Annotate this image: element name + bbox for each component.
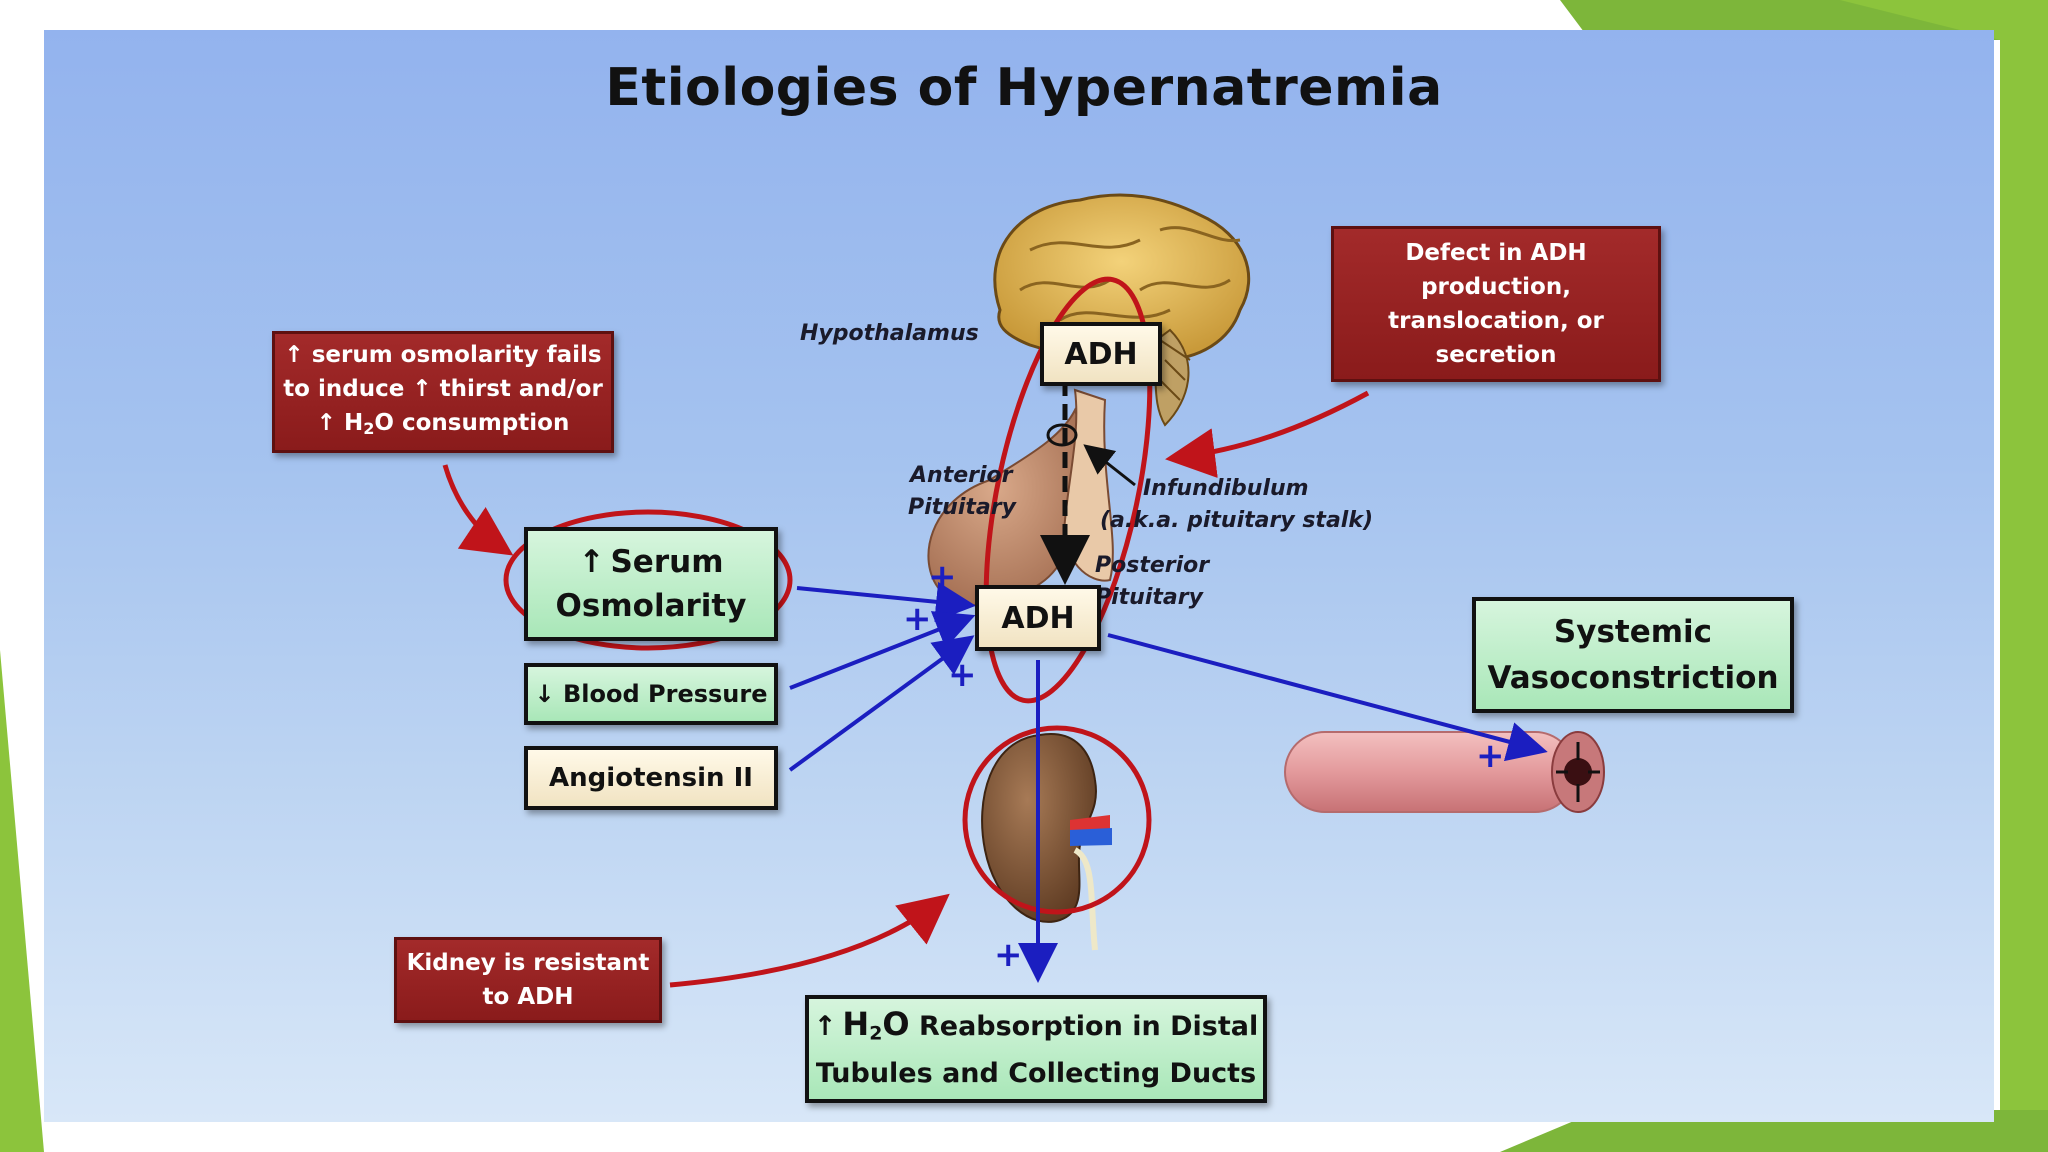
blood-vessel-illustration <box>1284 731 1605 813</box>
cause-kidney-text-2: to ADH <box>482 984 574 1010</box>
reabsorption-h: H <box>842 1005 870 1044</box>
vasoconstriction-text-1: Systemic <box>1553 614 1713 650</box>
highlight-circle-kidney <box>962 725 1152 915</box>
brain-illustration <box>993 193 1251 427</box>
cause-defect-text-2: production, <box>1421 274 1571 300</box>
reabsorption-text-1: Reabsorption in Distal <box>909 1011 1259 1043</box>
anterior-pituitary-label-1: Anterior <box>910 463 1013 488</box>
cause-defect-box: Defect in ADH production, translocation,… <box>1331 226 1661 382</box>
cause-kidney-text-1: Kidney is resistant <box>406 950 650 976</box>
arrow-kidney-resistant <box>669 893 950 988</box>
plus-sign-angiotensin: + <box>948 655 977 695</box>
green-decoration-left <box>0 650 44 1152</box>
infundibulum-label-1: Infundibulum <box>1143 476 1309 501</box>
vasoconstriction-box: Systemic Vasoconstriction <box>1472 597 1794 713</box>
cause-thirst-box: ↑ serum osmolarity fails to induce ↑ thi… <box>272 331 614 453</box>
green-decoration-right <box>1840 0 2048 1152</box>
plus-sign-kidney: + <box>994 935 1023 975</box>
infundibulum-label-2: (a.k.a. pituitary stalk) <box>1100 508 1374 533</box>
reabsorption-subscript: 2 <box>869 1022 883 1045</box>
slide-title: Etiologies of Hypernatremia <box>605 58 1443 118</box>
reabsorption-o: O <box>882 1005 910 1044</box>
anterior-pituitary-label-2: Pituitary <box>908 495 1016 520</box>
angiotensin-box: Angiotensin II <box>524 746 778 810</box>
adh-box-hypothalamus: ADH <box>1040 322 1162 386</box>
blood-pressure-box: ↓ Blood Pressure <box>524 663 778 725</box>
cause-thirst-text-1: ↑ serum osmolarity fails <box>284 341 602 368</box>
cause-thirst-text-3a: ↑ H <box>316 409 364 436</box>
kidney-illustration <box>981 733 1112 951</box>
highlight-ellipse-serum <box>503 509 793 651</box>
arrow-bp-to-adh <box>789 611 976 690</box>
up-arrow-icon <box>579 544 611 580</box>
plus-sign-serum: + <box>928 557 957 597</box>
posterior-pituitary-label-1: Posterior <box>1095 553 1210 578</box>
reabsorption-text-2: Tubules and Collecting Ducts <box>815 1057 1257 1089</box>
infundibulum-pointer <box>1083 444 1136 487</box>
cause-thirst-text-2: to induce ↑ thirst and/or <box>283 375 603 402</box>
serum-osmolarity-box: Serum Osmolarity <box>524 527 778 641</box>
cause-kidney-box: Kidney is resistant to ADH <box>394 937 662 1023</box>
hypothalamus-label: Hypothalamus <box>800 321 979 346</box>
reabsorption-box: H2O Reabsorption in Distal Tubules and C… <box>805 995 1267 1103</box>
posterior-pituitary-label-2: Pituitary <box>1095 585 1203 610</box>
vasoconstriction-text-2: Vasoconstriction <box>1487 660 1779 696</box>
arrow-angiotensin-to-adh <box>788 635 975 772</box>
cause-defect-text-3: translocation, or <box>1388 308 1604 334</box>
serum-osmolarity-text-2: Osmolarity <box>555 588 747 624</box>
plus-sign-bp: + <box>903 599 932 639</box>
adh-box-pituitary: ADH <box>975 585 1101 651</box>
highlight-ellipse-hypothalamus <box>983 276 1153 704</box>
cause-thirst-text-3c: O consumption <box>374 409 570 436</box>
arrow-adh-to-vessel <box>1107 633 1548 762</box>
arrow-defect-to-stalk <box>1165 390 1370 478</box>
arrow-thirst-to-serum <box>442 464 514 556</box>
plus-sign-vessel: + <box>1476 736 1505 776</box>
arrow-serum-to-adh <box>796 581 976 622</box>
serum-osmolarity-text-1: Serum <box>610 544 724 580</box>
up-arrow-icon <box>814 1011 843 1042</box>
cause-thirst-subscript: 2 <box>363 419 375 438</box>
cause-defect-text-4: secretion <box>1435 342 1557 368</box>
cause-defect-text-1: Defect in ADH <box>1405 240 1587 266</box>
